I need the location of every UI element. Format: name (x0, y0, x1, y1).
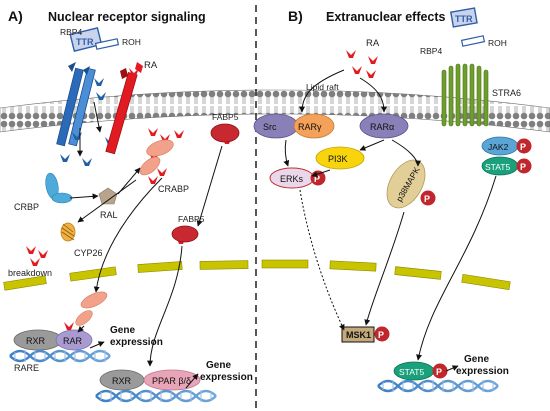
rar-alpha (359, 113, 409, 139)
msk1-label: MSK1 (346, 330, 371, 340)
ra-ligands-a (26, 128, 232, 330)
rar-gamma-label: RARγ (298, 122, 322, 132)
cyp26-label: CYP26 (74, 248, 103, 258)
fabp5-top-label: FABP5 (212, 112, 239, 122)
stat5-bottom-phospho-label: P (436, 367, 442, 377)
rar-gamma (293, 113, 335, 139)
gene-expression-a1-line1: Gene (110, 325, 135, 336)
erk-to-msk1-dotted (299, 189, 345, 331)
pi3k (315, 146, 365, 170)
dna-helix-a1 (9, 349, 111, 363)
dna-helix-a2 (95, 389, 217, 403)
rxr-b-label: RXR (112, 376, 132, 386)
pi3k-label: PI3K (328, 154, 348, 164)
ttr-label-b: TTR (455, 14, 473, 24)
ppar (143, 369, 201, 391)
rare-label: RARE (14, 363, 39, 373)
p38-phospho (420, 190, 436, 206)
rar-alpha-label: RARα (370, 122, 394, 132)
rar-a-label: RAR (63, 336, 83, 346)
ral-label: RAL (100, 210, 118, 220)
panel-a-title: Nuclear receptor signaling (48, 10, 206, 24)
ttr-label-a: TTR (76, 37, 94, 47)
crabp-label: CRABP (158, 184, 189, 194)
red-ra-receptor (105, 62, 143, 155)
panel-a-arrows (69, 101, 223, 389)
crbp (45, 172, 73, 204)
plasma-membrane (0, 89, 550, 133)
lipid-raft-label: Lipid raft (306, 82, 339, 92)
crbp-label: CRBP (14, 202, 39, 212)
crabp (139, 139, 174, 176)
p38-phospho-label: P (424, 194, 430, 204)
fabp5-top (210, 123, 240, 143)
rbp4-label-a: RBP4 (60, 27, 82, 37)
panel-b-arrows (283, 69, 497, 372)
rbp4-ttr-complex-b: TTR (449, 7, 486, 47)
ttr-box-a (69, 27, 103, 52)
ral-molecule (98, 187, 118, 205)
fabp5-mid (171, 225, 199, 243)
gene-expression-a2-line1: Gene (206, 360, 231, 371)
nuclear-envelope (3, 259, 511, 291)
rbp4-ttr-complex-a: TTR (69, 27, 120, 52)
msk1-phospho-label: P (378, 330, 384, 340)
fabp5-mid-label: FABP5 (178, 214, 205, 224)
panel-b-title: Extranuclear effects (326, 10, 446, 24)
jak2-phospho-label: P (520, 142, 526, 152)
ra-label-b: RA (366, 38, 380, 49)
ppar-label: PPAR β/δ (152, 376, 191, 386)
breakdown-label: breakdown (8, 268, 52, 278)
roh-label-b: ROH (488, 38, 507, 48)
dna-rungs-a1 (14, 350, 106, 362)
msk1-phospho (374, 326, 390, 342)
jak2-phospho (516, 138, 532, 154)
msk1 (341, 326, 375, 343)
rbp4-label-b: RBP4 (420, 46, 442, 56)
stra6-label: STRA6 (492, 88, 521, 98)
dna-rungs-b (382, 380, 494, 392)
panel-a-label: A) (8, 8, 23, 24)
gene-expression-a1-line2: expression (110, 337, 163, 348)
erks-phospho-label: P (314, 174, 320, 184)
blue-receptor (56, 62, 96, 147)
roh-label-a: ROH (122, 37, 141, 47)
ra-label-a: RA (144, 60, 158, 71)
crabp-nuclear (75, 291, 108, 326)
cyp26-enzyme (60, 222, 76, 242)
stat5-top-phospho-label: P (520, 162, 526, 172)
panel-b-label: B) (288, 8, 303, 24)
dna-rungs-a2 (100, 390, 212, 402)
roh-carrier-a (94, 38, 120, 50)
stat5-bottom-label: STAT5 (399, 367, 424, 377)
stat5-top-label: STAT5 (485, 162, 510, 172)
stra6-receptor (441, 63, 489, 127)
rxr-a-label: RXR (26, 336, 46, 346)
gene-expression-b-line2: expression (456, 366, 509, 377)
jak2-label: JAK2 (488, 142, 509, 152)
erks-label: ERKs (280, 174, 304, 184)
gene-expression-b-line1: Gene (464, 354, 489, 365)
src-label: Src (263, 122, 277, 132)
dna-helix-b (377, 379, 499, 393)
stat5-top-phospho (516, 158, 532, 174)
stat5-bottom-phospho (432, 363, 448, 379)
rar-a (55, 329, 93, 351)
gene-expression-a2-line2: expression (200, 372, 253, 383)
